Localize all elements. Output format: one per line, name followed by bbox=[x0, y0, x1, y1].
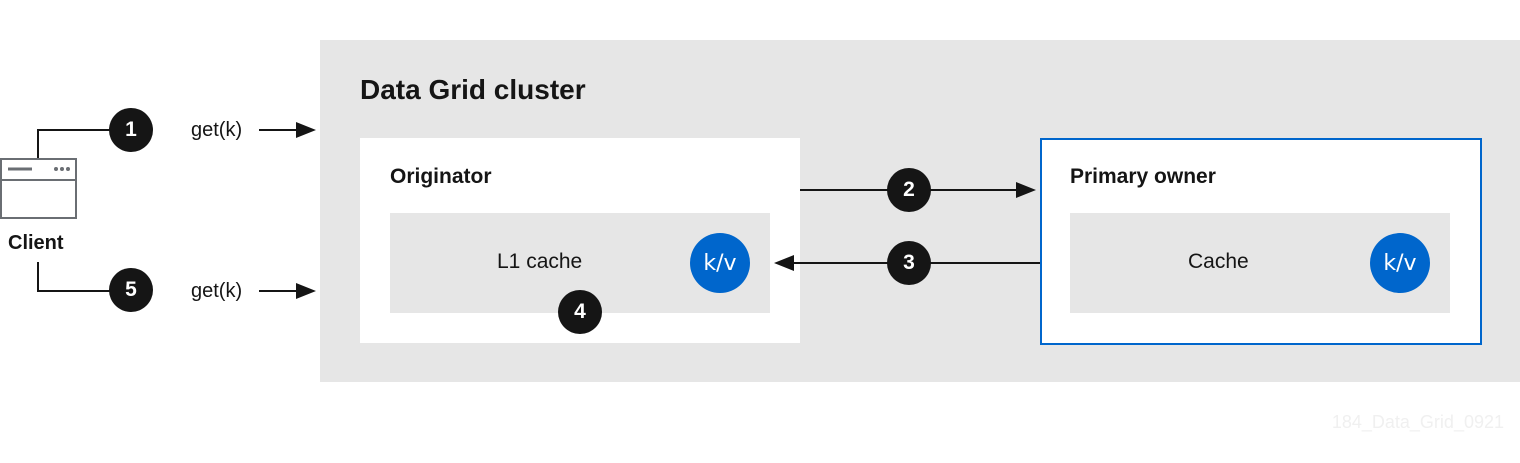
step-1-label: get(k) bbox=[191, 119, 243, 141]
figure-id-watermark: 184_Data_Grid_0921 bbox=[1331, 412, 1504, 432]
arrow-2-head bbox=[1016, 182, 1036, 198]
cache-label: Cache bbox=[1188, 250, 1249, 273]
step-3-marker: 3 bbox=[887, 241, 931, 285]
client-label: Client bbox=[8, 232, 64, 254]
step-5-marker: 5 bbox=[109, 268, 153, 312]
primary-owner-title: Primary owner bbox=[1070, 165, 1216, 188]
originator-title: Originator bbox=[390, 165, 492, 188]
client-request-line bbox=[37, 129, 110, 158]
originator-kv-badge: k/v bbox=[690, 233, 750, 293]
get-arrow-1-head bbox=[296, 122, 316, 138]
client-window-icon bbox=[0, 158, 77, 219]
step-4-marker: 4 bbox=[558, 290, 602, 334]
client-return-line bbox=[37, 262, 110, 292]
step-1-marker: 1 bbox=[109, 108, 153, 152]
step-2-marker: 2 bbox=[887, 168, 931, 212]
step-5-label: get(k) bbox=[191, 280, 243, 302]
cluster-title: Data Grid cluster bbox=[360, 74, 586, 105]
get-arrow-5-head bbox=[296, 283, 316, 299]
primary-owner-kv-badge: k/v bbox=[1370, 233, 1430, 293]
l1-cache-label: L1 cache bbox=[497, 250, 583, 273]
arrow-3-head bbox=[774, 255, 794, 271]
